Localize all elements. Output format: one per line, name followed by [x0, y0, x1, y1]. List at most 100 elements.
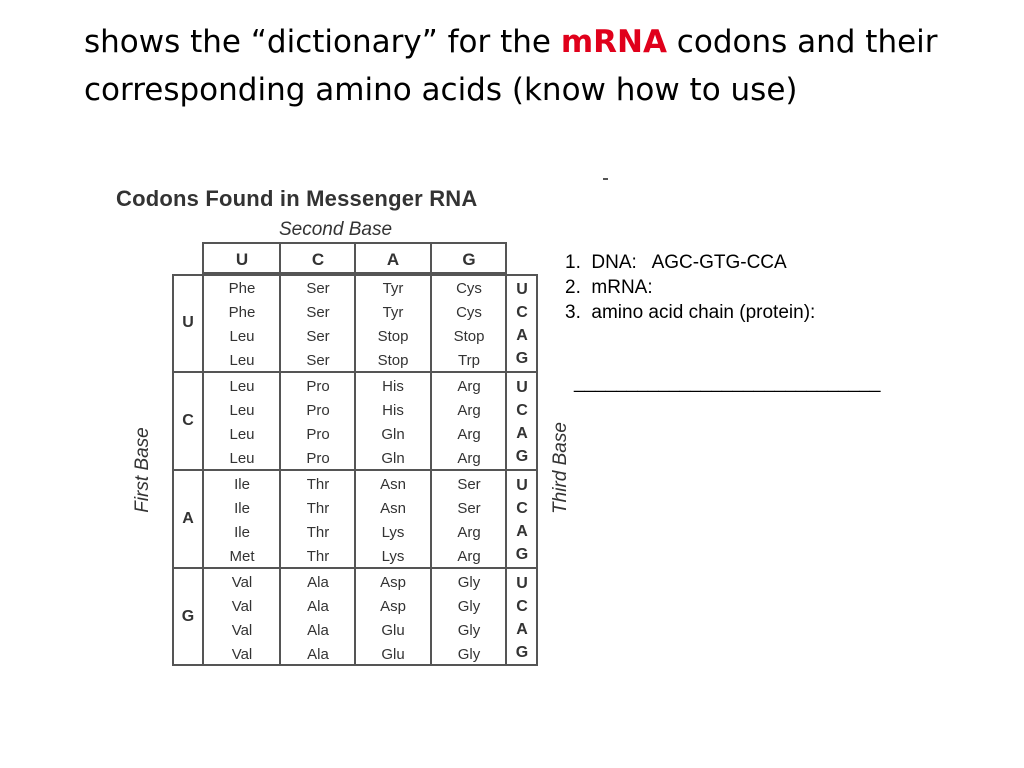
third-base-U: U: [516, 281, 528, 298]
third-base-U: U: [516, 477, 528, 494]
amino-acid-cell: Ala: [307, 646, 329, 663]
amino-acid-cell: Leu: [229, 426, 255, 443]
amino-acid-cell: Val: [231, 574, 253, 591]
row-divider: [172, 469, 538, 471]
amino-acid-cell: Tyr: [382, 280, 404, 297]
amino-acid-cell: Arg: [457, 450, 481, 467]
amino-acid-cell: Arg: [457, 548, 481, 565]
heading-highlight: mRNA: [560, 24, 667, 60]
amino-acid-cell: Tyr: [382, 304, 404, 321]
first-base-label: First Base: [132, 427, 153, 513]
amino-acid-cell: Ser: [306, 352, 330, 369]
amino-acid-cell: Pro: [306, 450, 330, 467]
column-header-U: U: [235, 250, 249, 269]
first-base-C: C: [182, 412, 194, 429]
row-divider: [172, 567, 538, 569]
amino-acid-cell: Trp: [458, 352, 480, 369]
amino-acid-cell: Asn: [380, 500, 406, 517]
amino-acid-cell: Asp: [380, 574, 406, 591]
amino-acid-cell: Val: [231, 598, 253, 615]
third-base-G: G: [515, 644, 529, 661]
amino-acid-cell: Glu: [381, 646, 405, 663]
amino-acid-cell: Ser: [306, 304, 330, 321]
third-base-C: C: [516, 304, 528, 321]
amino-acid-cell: Ser: [306, 280, 330, 297]
third-base-G: G: [515, 546, 529, 563]
heading-text-1: shows the “dictionary” for the: [84, 24, 561, 60]
amino-acid-cell: Asn: [380, 476, 406, 493]
amino-acid-cell: Ser: [457, 500, 481, 517]
amino-acid-cell: Ile: [234, 500, 250, 517]
first-base-A: A: [182, 510, 194, 527]
second-base-label: Second Base: [279, 219, 393, 240]
third-base-A: A: [516, 523, 528, 540]
amino-acid-cell: Arg: [457, 524, 481, 541]
question-2: 2. mRNA:: [565, 277, 653, 298]
column-header-C: C: [311, 250, 325, 269]
slide-heading: shows the “dictionary” for the mRNA codo…: [84, 18, 984, 114]
amino-acid-cell: Thr: [306, 500, 330, 517]
row-divider: [172, 371, 538, 373]
answer-line: _____________________________: [574, 372, 881, 393]
amino-acid-cell: Glu: [381, 622, 405, 639]
amino-acid-cell: Ala: [307, 622, 329, 639]
column-header-G: G: [462, 250, 476, 269]
amino-acid-cell: Thr: [306, 548, 330, 565]
amino-acid-cell: His: [382, 402, 404, 419]
amino-acid-cell: Arg: [457, 402, 481, 419]
amino-acid-cell: Leu: [229, 328, 255, 345]
amino-acid-cell: Leu: [229, 450, 255, 467]
header-col-divider: [354, 242, 356, 274]
amino-acid-cell: Ser: [306, 328, 330, 345]
amino-acid-cell: Pro: [306, 426, 330, 443]
amino-acid-cell: Ile: [234, 524, 250, 541]
third-base-G: G: [515, 350, 529, 367]
table-title: Codons Found in Messenger RNA: [116, 186, 478, 211]
amino-acid-cell: Stop: [377, 328, 409, 345]
heading-text-2: codons and their corresponding amino aci…: [84, 24, 938, 108]
amino-acid-cell: Cys: [456, 280, 482, 297]
amino-acid-cell: Leu: [229, 352, 255, 369]
third-base-C: C: [516, 402, 528, 419]
amino-acid-cell: Ala: [307, 574, 329, 591]
amino-acid-cell: Val: [231, 646, 253, 663]
amino-acid-cell: Thr: [306, 476, 330, 493]
first-base-G: G: [181, 608, 195, 625]
header-col-divider: [430, 242, 432, 274]
third-base-C: C: [516, 598, 528, 615]
amino-acid-cell: Stop: [377, 352, 409, 369]
amino-acid-cell: Thr: [306, 524, 330, 541]
amino-acid-cell: Leu: [229, 402, 255, 419]
amino-acid-cell: Pro: [306, 378, 330, 395]
third-base-U: U: [516, 379, 528, 396]
amino-acid-cell: His: [382, 378, 404, 395]
first-base-U: U: [182, 314, 194, 331]
third-base-label: Third Base: [550, 422, 571, 514]
amino-acid-cell: Lys: [381, 524, 405, 541]
third-base-G: G: [515, 448, 529, 465]
amino-acid-cell: Pro: [306, 402, 330, 419]
amino-acid-cell: Lys: [381, 548, 405, 565]
amino-acid-cell: Ile: [234, 476, 250, 493]
question-3: 3. amino acid chain (protein):: [565, 302, 816, 323]
question-list: 1. DNA: AGC-GTG-CCA 2. mRNA: 3. amino ac…: [565, 250, 815, 325]
amino-acid-cell: Val: [231, 622, 253, 639]
amino-acid-cell: Gln: [381, 426, 405, 443]
question-1: 1. DNA: AGC-GTG-CCA: [565, 252, 787, 273]
third-base-A: A: [516, 327, 528, 344]
amino-acid-cell: Gly: [457, 622, 481, 639]
amino-acid-cell: Asp: [380, 598, 406, 615]
column-header-A: A: [386, 250, 400, 269]
amino-acid-cell: Met: [229, 548, 255, 565]
amino-acid-cell: Arg: [457, 378, 481, 395]
amino-acid-cell: Ser: [457, 476, 481, 493]
amino-acid-cell: Phe: [228, 280, 256, 297]
amino-acid-cell: Phe: [228, 304, 256, 321]
tick-mark: [603, 178, 608, 180]
third-base-A: A: [516, 621, 528, 638]
amino-acid-cell: Cys: [456, 304, 482, 321]
amino-acid-cell: Ala: [307, 598, 329, 615]
